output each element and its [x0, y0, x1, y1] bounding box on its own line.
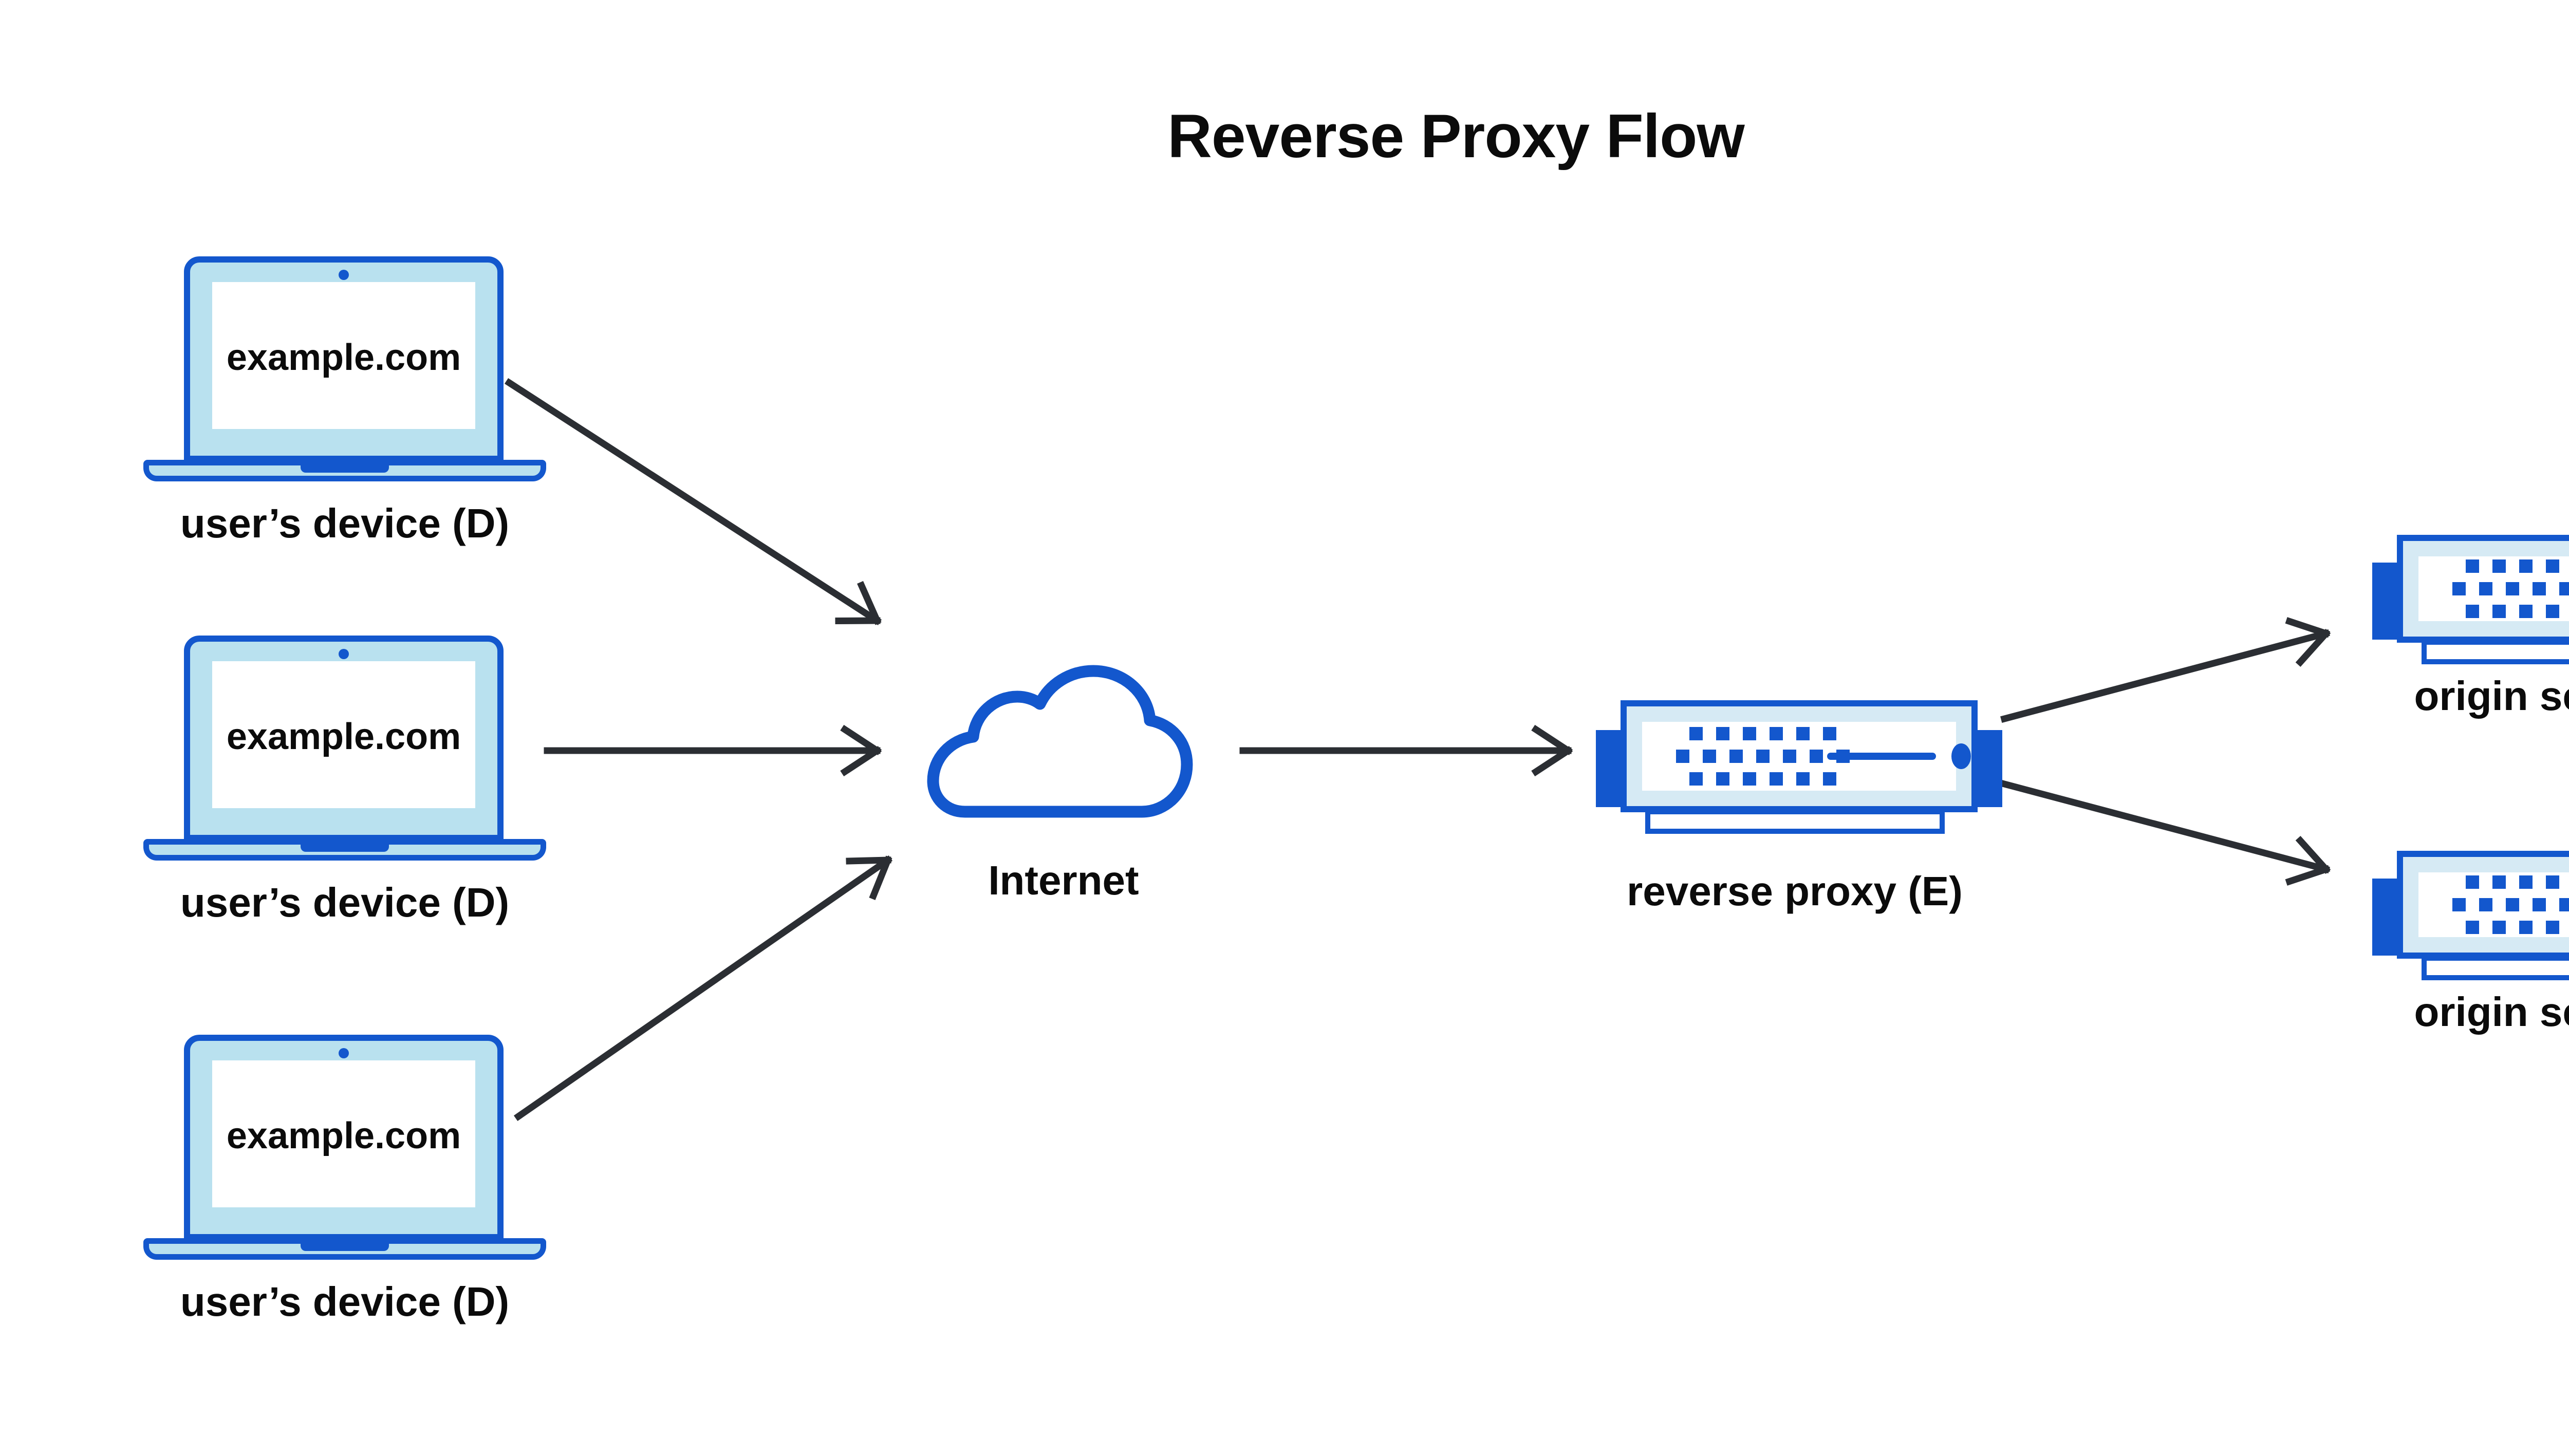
server-side-tab [1596, 730, 1621, 807]
server-faceplate [1642, 722, 1971, 791]
laptop-display: example.com [212, 1060, 475, 1207]
flow-arrow [2000, 780, 2330, 873]
laptop-icon: example.com [143, 636, 546, 861]
cloud-icon [927, 665, 1193, 818]
server-icon [2372, 535, 2569, 667]
camera-dot-icon [339, 649, 349, 659]
server-side-tab [1978, 730, 2002, 807]
server-body [1621, 700, 1978, 812]
laptop-display: example.com [212, 282, 475, 429]
camera-dot-icon [339, 1048, 349, 1058]
laptop-hinge-notch [301, 465, 389, 473]
device-caption: user’s device (D) [180, 500, 510, 546]
device-caption: user’s device (D) [180, 1279, 510, 1324]
device-url-text: example.com [226, 716, 461, 757]
device-url-text: example.com [226, 337, 461, 378]
internet-label: Internet [988, 857, 1139, 903]
server-icon [1596, 700, 2002, 837]
camera-dot-icon [339, 270, 349, 280]
flow-arrow [2295, 628, 2331, 667]
flow-arrow [869, 855, 892, 900]
flow-arrow [1531, 746, 1573, 777]
laptop-base [143, 460, 546, 481]
server-body [2397, 851, 2569, 959]
laptop-icon: example.com [143, 1035, 546, 1260]
device-url-text: example.com [226, 1115, 461, 1156]
laptop-base [143, 839, 546, 861]
vent-line-icon [1827, 753, 1936, 760]
vent-dots-icon [2452, 559, 2569, 618]
proxy-label: reverse proxy (E) [1627, 868, 1963, 914]
server-body [2397, 535, 2569, 643]
laptop-display: example.com [212, 661, 475, 808]
vent-dots-icon [2452, 875, 2569, 934]
flow-arrow [513, 855, 893, 1122]
flow-arrow [2285, 617, 2331, 638]
flow-arrow [840, 746, 882, 777]
led-dot-icon [1951, 743, 1971, 769]
flow-arrow [840, 724, 882, 755]
flow-arrow [857, 581, 882, 625]
laptop-base [143, 1238, 546, 1260]
server-shadow [1645, 809, 1945, 834]
server-shadow [2422, 956, 2569, 980]
flow-arrow [2285, 865, 2331, 886]
server-faceplate [2418, 872, 2569, 937]
page-title: Reverse Proxy Flow [1167, 102, 1745, 171]
flow-arrow [2295, 836, 2331, 874]
server-faceplate [2418, 556, 2569, 621]
origin-server-label: origin server (F) [2414, 989, 2569, 1035]
vent-dots-icon [1676, 727, 1850, 786]
flow-arrow [846, 856, 891, 865]
server-shadow [2422, 640, 2569, 664]
laptop-hinge-notch [301, 1244, 389, 1251]
server-side-tab [2372, 879, 2397, 956]
flow-arrow [505, 378, 882, 625]
server-icon [2372, 851, 2569, 983]
server-side-tab [2372, 563, 2397, 640]
device-caption: user’s device (D) [180, 880, 510, 925]
origin-server-label: origin server (F) [2414, 673, 2569, 719]
laptop-screen: example.com [184, 636, 504, 841]
laptop-screen: example.com [184, 256, 504, 462]
flow-arrow [1531, 724, 1573, 755]
flow-arrow [2000, 629, 2330, 723]
laptop-screen: example.com [184, 1035, 504, 1240]
laptop-hinge-notch [301, 845, 389, 852]
laptop-icon: example.com [143, 256, 546, 481]
